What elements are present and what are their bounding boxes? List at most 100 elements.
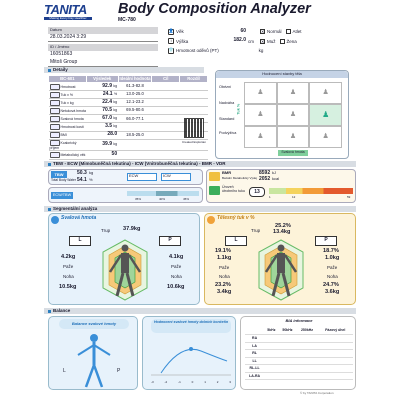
section-balance: Balance bbox=[44, 308, 356, 314]
fat-arm-right-pct: 18.7% bbox=[323, 248, 339, 254]
visceral-fat-icon bbox=[209, 186, 220, 195]
bia-cell bbox=[264, 342, 279, 350]
brand-tagline: Making Every Day Healthier bbox=[44, 16, 92, 21]
bia-cell bbox=[317, 357, 353, 365]
details-row-name: Hmotnost bbox=[48, 82, 87, 92]
leg-score-chart bbox=[151, 347, 231, 376]
section-water: TBW - ECW (Mimobuněčná tekutina) - ICW (… bbox=[44, 161, 356, 167]
bia-cell bbox=[264, 357, 279, 365]
details-row-value: 3.5 kg bbox=[86, 122, 119, 132]
bia-cell bbox=[317, 364, 353, 373]
muscle-right-label: P bbox=[159, 236, 181, 246]
metric-icon bbox=[49, 124, 60, 131]
details-col-goal: Cíl bbox=[151, 75, 181, 83]
bia-row: LA-RA bbox=[245, 372, 353, 380]
muscle-leg-left: 10.5kg bbox=[59, 284, 77, 290]
ecw-label: ECW bbox=[129, 173, 139, 178]
balance-right: P bbox=[117, 368, 121, 374]
muscle-left-label: L bbox=[69, 236, 91, 246]
bia-cell bbox=[278, 357, 297, 365]
ecw-ratio-bar bbox=[127, 191, 199, 196]
icw-box: ICW bbox=[161, 173, 191, 181]
details-row-value: 70.5 kg bbox=[86, 106, 119, 116]
details-value: 28.0 bbox=[107, 131, 118, 138]
details-col-result: Výsledek bbox=[85, 75, 119, 83]
details-row-diff bbox=[179, 150, 208, 160]
muscle-trunk-value: 37.9kg bbox=[123, 226, 141, 232]
female-checkbox bbox=[279, 38, 285, 44]
details-row-goal bbox=[151, 82, 180, 92]
bia-row-label: LA-RA bbox=[245, 372, 265, 380]
section-details: Detaily bbox=[44, 67, 204, 73]
fat-leg-label-right: Noha bbox=[327, 274, 338, 279]
muscle-arm-label-left: Paže bbox=[63, 264, 74, 269]
details-row-goal bbox=[151, 98, 180, 108]
bmr-kj: 8592 bbox=[259, 170, 271, 176]
bia-row: RL-LL bbox=[245, 364, 353, 373]
athlete-label: Atlet bbox=[292, 29, 302, 35]
details-row-label: BMI bbox=[60, 133, 67, 138]
details-row-value: 39.9 kg bbox=[86, 139, 119, 152]
details-row-goal bbox=[151, 139, 180, 152]
bmr-sub: Bazální Metabolický Výdej bbox=[222, 176, 258, 180]
details-row-name: Tuk v kg bbox=[48, 98, 87, 108]
muscle-icon bbox=[51, 216, 59, 224]
body-type-row-2: Nadváha bbox=[219, 101, 235, 105]
fat-right-label: P bbox=[315, 236, 337, 246]
details-row-ideal: 13.0-25.0 bbox=[118, 90, 152, 100]
details-row-diff bbox=[179, 82, 208, 92]
visceral-fat-bar bbox=[269, 188, 353, 194]
details-col-name: BC-601 bbox=[48, 75, 87, 83]
bia-cell bbox=[317, 349, 353, 358]
female-label: Žena bbox=[286, 38, 297, 44]
bia-header: 50kHz bbox=[278, 327, 297, 335]
bia-header: 5kHz bbox=[264, 327, 279, 335]
details-row-ideal: 69.5-80.6 bbox=[118, 106, 152, 116]
fat-panel: Tělesný tuk v % L P Trup 25.2% 13.4kg 19… bbox=[204, 213, 356, 305]
tbw-pct-unit: % bbox=[89, 177, 93, 182]
height-value: 182.0 bbox=[233, 37, 246, 44]
details-row-value: 28.0 bbox=[86, 131, 119, 140]
id-label: ID / Jméno bbox=[48, 44, 158, 51]
details-row-name: Svalová hmota bbox=[48, 114, 87, 124]
age-value: 60 bbox=[240, 27, 246, 34]
details-row-value: 67.0 kg bbox=[86, 114, 119, 124]
fat-leg-label-left: Noha bbox=[219, 274, 230, 279]
normal-label: Normál bbox=[267, 29, 282, 35]
body-type-grid: ♟ ♟ ♟ ♟ ♟ ♟ ♟ ♟ ♟ bbox=[244, 82, 342, 148]
bia-row: LL bbox=[245, 357, 353, 365]
bia-cell bbox=[317, 334, 353, 343]
bmr-icon bbox=[209, 172, 220, 181]
fat-arm-label-right: Paže bbox=[327, 265, 338, 270]
fat-title: Tělesný tuk v % bbox=[217, 215, 255, 221]
leg-score-tick: 0 bbox=[191, 380, 194, 384]
bia-cell bbox=[264, 334, 279, 343]
details-row-label: Metabolický věk bbox=[60, 153, 86, 158]
body-type-row-1: Obézní bbox=[219, 85, 232, 89]
details-row-ideal: 12.1-23.2 bbox=[118, 98, 152, 108]
details-value: 39.9 bbox=[102, 141, 113, 148]
fat-arm-left-pct: 19.1% bbox=[215, 248, 231, 254]
bia-cell bbox=[278, 342, 297, 350]
details-row-label: Netuková hmota bbox=[60, 108, 87, 113]
metric-icon bbox=[49, 99, 60, 106]
details-row-ideal: 66.0-77.1 bbox=[118, 114, 152, 124]
muscle-balance-card: Balance svalové hmoty L P bbox=[48, 316, 138, 390]
details-col-diff: Rozdíl bbox=[179, 75, 208, 83]
details-row-value: 22.4 kg bbox=[86, 98, 119, 108]
details-row-ideal bbox=[118, 150, 152, 160]
bia-row-label: RA bbox=[245, 334, 265, 343]
details-row-diff bbox=[179, 106, 208, 116]
clothes-label: Hmotnost oděvů (PT) bbox=[176, 48, 219, 54]
bia-cell bbox=[278, 334, 297, 343]
details-row-name: Hmotnost kostí bbox=[48, 122, 87, 132]
athlete-checkbox bbox=[285, 29, 291, 35]
body-type-xlabel: Svalová hmota bbox=[278, 150, 308, 156]
ecw-ratio-tick: 40% bbox=[159, 197, 166, 201]
